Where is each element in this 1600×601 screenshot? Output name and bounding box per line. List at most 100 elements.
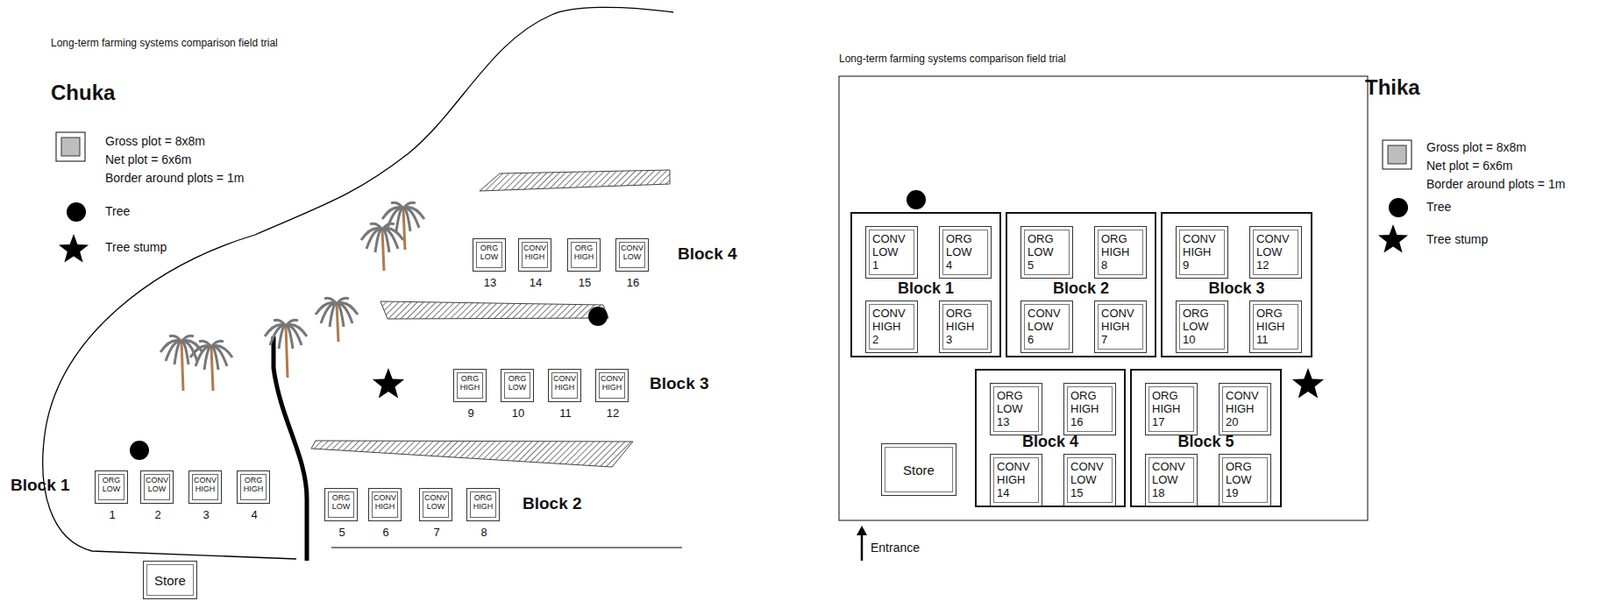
plot-number: 15	[559, 276, 611, 290]
legend-entry: Gross plot = 8x8m	[1426, 140, 1527, 155]
treatment-label: CONV HIGH	[1101, 306, 1137, 334]
block-label: Block 2	[1007, 279, 1155, 299]
plot-box: CONV HIGH3	[188, 470, 222, 505]
palm-frond	[273, 320, 286, 327]
legend-entry: Tree stump	[1426, 232, 1488, 247]
plot-number: 4	[228, 508, 280, 522]
palm-frond	[169, 335, 182, 342]
plot-number: 3	[945, 333, 982, 347]
palm-frond	[181, 341, 189, 365]
legend-text: Gross plot = 8x8m	[105, 134, 206, 149]
plot-box: ORG LOW4	[938, 226, 992, 279]
palm-frond	[369, 223, 383, 230]
plot-number: 7	[1101, 333, 1137, 347]
tree-stump	[1292, 368, 1324, 399]
hatched-band	[311, 440, 633, 468]
store-label: Store	[143, 561, 197, 589]
treatment-label: ORG HIGH	[1070, 389, 1106, 416]
plot-box: CONV LOW16	[615, 238, 649, 272]
plot-number: 6	[360, 526, 412, 540]
palm-frond	[278, 326, 286, 349]
block-label: Block 1	[10, 476, 71, 496]
field-edge	[331, 547, 683, 548]
plot-box: ORG HIGH4	[236, 470, 271, 505]
plot-box: ORG LOW5	[324, 488, 358, 522]
palm-trunk	[382, 229, 384, 271]
treatment-label: CONV LOW	[1027, 306, 1063, 334]
plot-box: ORG HIGH8	[466, 488, 500, 522]
plot-number: 9	[445, 406, 497, 420]
plot-number: 13	[996, 415, 1032, 429]
treatment-label: CONV HIGH	[193, 476, 217, 494]
legend-entry: Tree	[1426, 199, 1451, 214]
treatment-label: ORG HIGH	[458, 374, 482, 392]
site-name: Thika	[1365, 75, 1421, 100]
plot-box: ORG HIGH15	[567, 238, 601, 272]
plot-number: 8	[458, 526, 510, 540]
tree-stumps	[58, 224, 1408, 399]
plot-number: 11	[540, 406, 591, 420]
palm-trees	[160, 202, 425, 392]
map-title: Long-term farming systems comparison fie…	[50, 36, 278, 50]
treatment-label: CONV LOW	[872, 232, 908, 259]
treatment-label: ORG LOW	[996, 389, 1032, 416]
tree-sample	[66, 202, 86, 222]
field-boundary	[839, 76, 1368, 521]
store-box: Store	[142, 561, 198, 600]
tree-sample	[1388, 198, 1408, 218]
palm-frond	[336, 303, 358, 315]
block-label: Block 5	[1131, 433, 1280, 452]
palm-frond	[403, 202, 416, 209]
treatment-label: CONV HIGH	[553, 374, 576, 392]
hatched-band	[380, 301, 609, 320]
palm-frond	[181, 335, 194, 342]
field-boundary	[42, 7, 674, 560]
block-box: CONV HIGH9CONV LOW12ORG LOW10ORG HIGH11B…	[1160, 212, 1313, 358]
plot-box: CONV LOW6	[1020, 300, 1074, 354]
block-box: ORG LOW5ORG HIGH8CONV LOW6CONV HIGH7Bloc…	[1005, 212, 1157, 358]
plot-box: ORG HIGH17	[1144, 383, 1198, 436]
site-name: Chuka	[50, 80, 115, 106]
plot-number: 20	[1225, 415, 1261, 429]
block-box: ORG HIGH17 CONV HIGH20CONV LOW18 ORG LOW19…	[1130, 369, 1282, 508]
legend-text: Tree	[105, 204, 130, 219]
legend-text: Net plot = 6x6m	[105, 152, 192, 167]
plot-box: ORG LOW13	[989, 383, 1043, 436]
plot-number: 17	[1152, 415, 1188, 429]
plot-box: CONV HIGH2	[865, 300, 918, 354]
treatment-label: ORG HIGH	[1256, 306, 1292, 334]
treatment-label: ORG LOW	[1027, 232, 1063, 259]
map-title: Long-term farming systems comparison fie…	[839, 52, 1067, 65]
plot-box: CONV HIGH20	[1218, 383, 1272, 436]
palm-frond	[174, 341, 182, 365]
plot-box: ORG HIGH16	[1063, 383, 1117, 436]
treatment-label: CONV LOW	[1256, 232, 1292, 259]
palm-frond	[204, 347, 212, 370]
plot-number: 3	[180, 508, 232, 522]
palm-frond	[285, 326, 293, 349]
legend-entry: Net plot = 6x6m	[1426, 158, 1513, 173]
plot-number: 14	[510, 276, 562, 290]
legend-text: Tree stump	[105, 240, 167, 255]
tree-stump	[58, 234, 89, 264]
treatment-label: ORG LOW	[329, 493, 353, 512]
block-label: Block 1	[852, 279, 1000, 299]
treatment-label: CONV LOW	[424, 493, 448, 512]
plot-box: CONV HIGH14	[518, 238, 552, 272]
block-box: CONV LOW1ORG LOW4CONV HIGH2ORG HIGH3Bloc…	[850, 212, 1002, 358]
legend-entry: Gross plot = 8x8m	[105, 134, 206, 149]
plot-number: 16	[1070, 415, 1106, 429]
plot-box: CONV LOW18	[1144, 454, 1198, 507]
treatment-label: CONV LOW	[620, 243, 644, 262]
treatment-label: CONV LOW	[1152, 460, 1188, 487]
palm-frond	[285, 325, 307, 337]
plot-box: CONV HIGH9	[1175, 226, 1229, 279]
plot-box: ORG HIGH8	[1094, 226, 1147, 279]
plot-number: 2	[132, 508, 184, 522]
plot-box: CONV LOW2	[140, 470, 174, 505]
legend-text: Tree	[1426, 199, 1451, 214]
plot-box: ORG LOW19	[1218, 454, 1272, 507]
legend-text: Net plot = 6x6m	[1426, 158, 1513, 173]
plot-box: CONV LOW1	[865, 226, 918, 279]
